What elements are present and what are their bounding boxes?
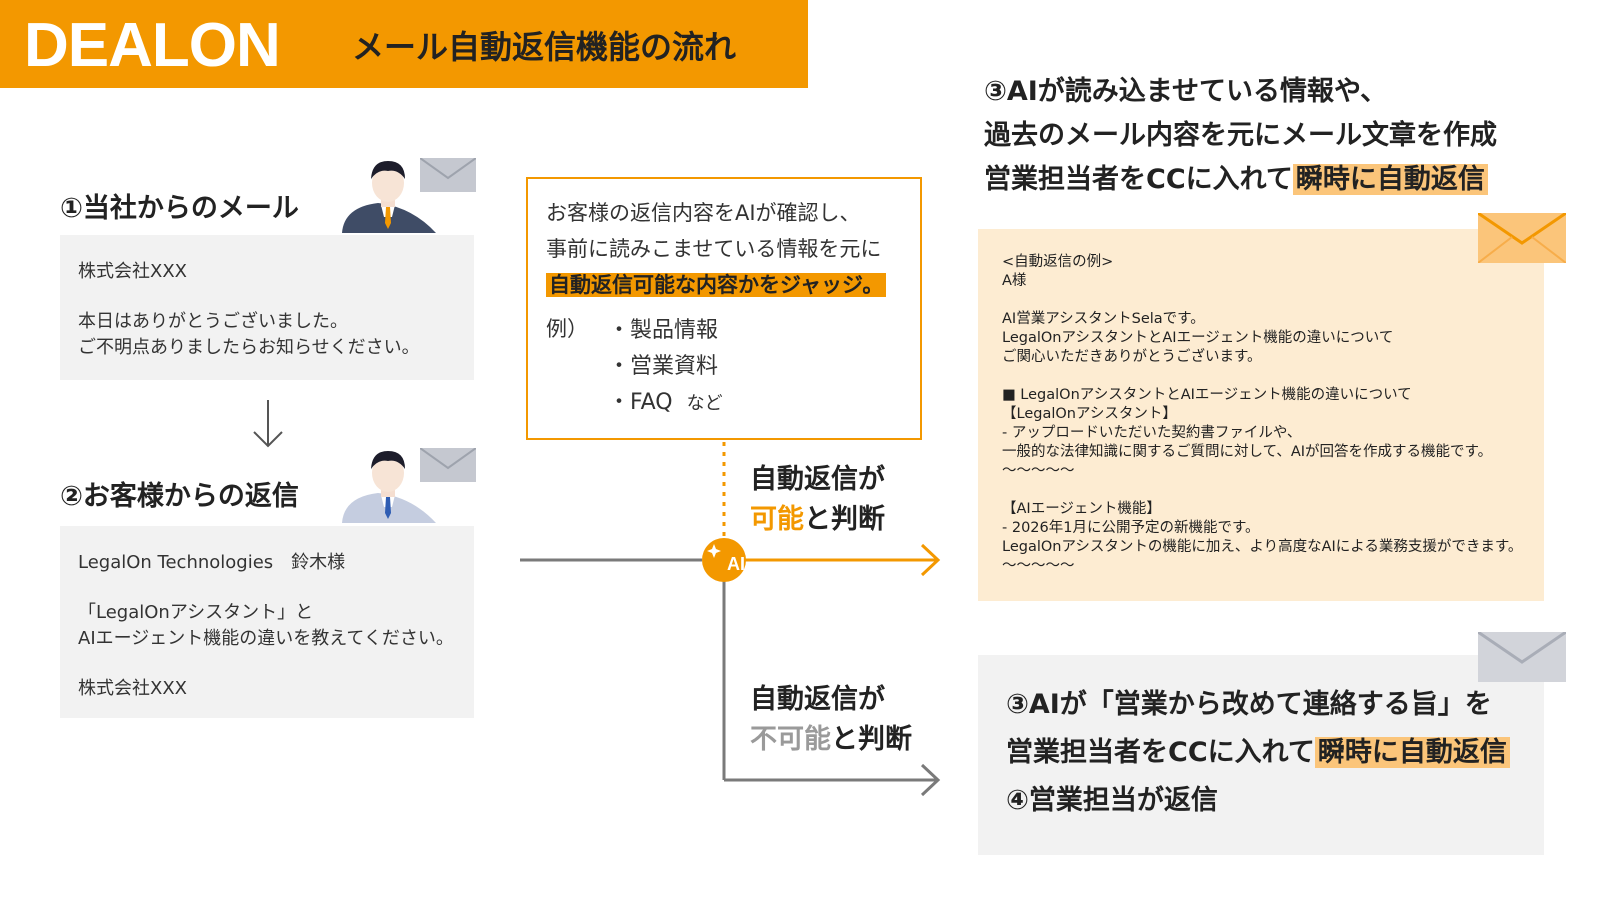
arrow-right-icon	[920, 543, 941, 577]
arrow-right-icon	[920, 763, 941, 797]
step3-ok-line: ③AIが読み込ませている情報や、	[984, 76, 1388, 107]
example-agent-title: 【AIエージェント機能】	[1002, 501, 1161, 517]
example-agent-line: LegalOnアシスタントの機能に加え、より高度なAIによる業務支援ができます。	[1002, 539, 1523, 555]
judge-ok-highlight: 可能	[750, 504, 804, 535]
step4-line: ④営業担当が返信	[1006, 785, 1218, 816]
example-to: A様	[1002, 273, 1027, 289]
step3-ok-line: 過去のメール内容を元にメール文章を作成	[984, 120, 1497, 151]
customer-reply-box: LegalOn Technologies 鈴木様 「LegalOnアシスタント」…	[60, 526, 474, 718]
auto-reply-example-box: <自動返信の例> A様 AI営業アシスタントSelaです。 LegalOnアシス…	[978, 229, 1544, 601]
reply-greeting: LegalOn Technologies 鈴木様	[78, 552, 346, 573]
example-label: <自動返信の例>	[1002, 254, 1114, 270]
header-bar: DEALON メール自動返信機能の流れ	[0, 0, 808, 88]
judge-ng-suffix: と判断	[831, 724, 912, 755]
judge-possible: 自動返信が 可能と判断	[750, 460, 885, 540]
ai-check-line: お客様の返信内容をAIが確認し、	[546, 201, 861, 225]
example-assistant-line: 〜〜〜〜〜	[1002, 463, 1075, 479]
step3-ok-prefix: 営業担当者をCCに入れて	[984, 164, 1293, 195]
step3-ng-box: ③AIが「営業から改めて連絡する旨」を 営業担当者をCCに入れて瞬時に自動返信 …	[978, 655, 1544, 855]
step1-title: ①当社からのメール	[60, 193, 299, 224]
reply-signature: 株式会社XXX	[78, 678, 187, 699]
example-item: ・FAQ	[608, 390, 673, 415]
example-section-head: ■ LegalOnアシスタントとAIエージェント機能の違いについて	[1002, 387, 1412, 403]
ai-check-box: お客様の返信内容をAIが確認し、 事前に読みこませている情報を元に 自動返信可能…	[526, 177, 922, 440]
envelope-icon	[420, 448, 476, 482]
customer-person-icon	[342, 451, 436, 523]
example-item: ・営業資料	[608, 354, 719, 379]
page-title: メール自動返信機能の流れ	[352, 28, 737, 66]
example-intro-line: ご関心いただきありがとうございます。	[1002, 349, 1262, 365]
email-company: 株式会社XXX	[78, 261, 187, 282]
email-line: ご不明点ありましたらお知らせください。	[78, 337, 420, 358]
judge-ng-line1: 自動返信が	[750, 684, 885, 715]
judge-impossible: 自動返信が 不可能と判断	[750, 680, 912, 760]
email-line: 本日はありがとうございました。	[78, 311, 348, 332]
example-intro-line: LegalOnアシスタントとAIエージェント機能の違いについて	[1002, 330, 1394, 346]
step3-ng-prefix: 営業担当者をCCに入れて	[1006, 737, 1315, 768]
step3-ok-heading: ③AIが読み込ませている情報や、 過去のメール内容を元にメール文章を作成 営業担…	[984, 70, 1497, 202]
example-agent-line: - 2026年1月に公開予定の新機能です。	[1002, 520, 1260, 536]
step3-ng-highlight: 瞬時に自動返信	[1314, 737, 1510, 768]
step3-ok-highlight: 瞬時に自動返信	[1292, 164, 1488, 195]
example-label: 例）	[546, 317, 588, 341]
example-suffix: など	[686, 393, 723, 414]
ai-check-highlight: 自動返信可能な内容かをジャッジ。	[546, 273, 887, 297]
step3-ng-line1: ③AIが「営業から改めて連絡する旨」を	[1006, 689, 1492, 720]
ai-check-line: 事前に読みこませている情報を元に	[546, 237, 882, 261]
example-assistant-line: 一般的な法律知識に関するご質問に対して、AIが回答を作成する機能です。	[1002, 444, 1493, 460]
step2-title: ②お客様からの返信	[60, 481, 299, 512]
envelope-icon	[1478, 213, 1566, 263]
judge-ok-line1: 自動返信が	[750, 464, 885, 495]
judge-ng-highlight: 不可能	[750, 724, 831, 755]
judge-ok-suffix: と判断	[804, 504, 885, 535]
envelope-icon	[1478, 632, 1566, 682]
example-intro-line: AI営業アシスタントSelaです。	[1002, 311, 1205, 327]
ai-badge-text: AI	[727, 554, 745, 574]
dealon-logo: DEALON	[24, 11, 281, 80]
down-arrow-icon	[253, 400, 283, 448]
company-email-box: 株式会社XXX 本日はありがとうございました。 ご不明点ありましたらお知らせくだ…	[60, 235, 474, 380]
reply-line: AIエージェント機能の違いを教えてください。	[78, 628, 454, 649]
example-assistant-line: - アップロードいただいた契約書ファイルや、	[1002, 425, 1302, 441]
example-assistant-title: 【LegalOnアシスタント】	[1002, 406, 1177, 422]
envelope-icon	[420, 158, 476, 192]
example-item: ・製品情報	[608, 318, 719, 343]
example-agent-line: 〜〜〜〜〜	[1002, 558, 1075, 574]
staff-person-icon	[342, 161, 436, 233]
reply-line: 「LegalOnアシスタント」と	[78, 602, 314, 623]
